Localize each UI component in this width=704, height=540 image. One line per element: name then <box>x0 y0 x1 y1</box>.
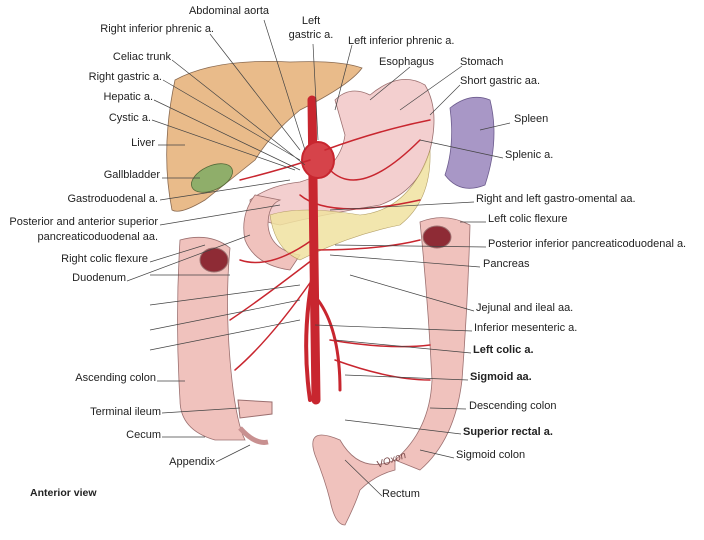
sigmoid-colon-rectum <box>312 434 396 526</box>
label-inferior-mesenteric: Inferior mesenteric a. <box>474 322 578 334</box>
label-gastroduodenal: Gastroduodenal a. <box>67 193 158 205</box>
terminal-ileum <box>237 399 273 445</box>
label-splenic: Splenic a. <box>505 149 554 161</box>
spleen <box>444 96 495 189</box>
label-left-colic: Left colic a. <box>473 344 534 356</box>
gallbladder <box>191 163 233 193</box>
label-gastro-omental: Right and left gastro-omental aa. <box>476 193 636 205</box>
label-rectum: Rectum <box>382 488 420 500</box>
label-left-colic-flexure: Left colic flexure <box>488 213 568 225</box>
view-label: Anterior view <box>30 487 97 499</box>
label-right-gastric: Right gastric a. <box>88 71 162 83</box>
label-superior-rectal: Superior rectal a. <box>463 426 553 438</box>
label-post-ant-sup-line1: Posterior and anterior superior <box>9 216 158 228</box>
label-cystic: Cystic a. <box>108 112 151 124</box>
ascending-colon <box>177 236 246 441</box>
label-sigmoid-aa: Sigmoid aa. <box>470 371 532 383</box>
stomach <box>249 79 435 226</box>
label-hepatic: Hepatic a. <box>103 91 153 103</box>
leader-lines <box>126 19 511 497</box>
label-esophagus: Esophagus <box>379 56 435 68</box>
label-duodenum: Duodenum <box>72 272 126 284</box>
label-cecum: Cecum <box>126 429 161 441</box>
label-celiac-trunk: Celiac trunk <box>112 51 171 63</box>
arteries <box>229 95 431 405</box>
label-post-ant-sup-line2: pancreaticoduodenal aa. <box>37 231 158 243</box>
label-liver: Liver <box>131 137 155 149</box>
label-sigmoid-colon: Sigmoid colon <box>456 449 526 461</box>
label-post-inf-pancreaticoduodenal: Posterior inferior pancreaticoduodenal a… <box>488 238 687 250</box>
descending-colon <box>394 217 471 471</box>
label-right-colic-flexure: Right colic flexure <box>61 253 148 265</box>
label-stomach: Stomach <box>460 56 504 68</box>
label-left-gastric-line2: gastric a. <box>288 29 334 41</box>
label-left-inferior-phrenic: Left inferior phrenic a. <box>348 35 455 47</box>
label-abdominal-aorta: Abdominal aorta <box>188 5 270 17</box>
label-spleen: Spleen <box>514 113 549 125</box>
label-terminal-ileum: Terminal ileum <box>90 406 161 418</box>
label-short-gastric: Short gastric aa. <box>460 75 541 87</box>
label-ascending-colon: Ascending colon <box>75 372 156 384</box>
label-jejunal-ileal: Jejunal and ileal aa. <box>476 302 574 314</box>
label-appendix: Appendix <box>169 456 215 468</box>
label-descending-colon: Descending colon <box>469 400 557 412</box>
label-gallbladder: Gallbladder <box>103 169 160 181</box>
label-pancreas: Pancreas <box>483 258 530 270</box>
label-right-inferior-phrenic: Right inferior phrenic a. <box>100 23 214 35</box>
label-left-gastric-line1: Left <box>301 15 321 27</box>
